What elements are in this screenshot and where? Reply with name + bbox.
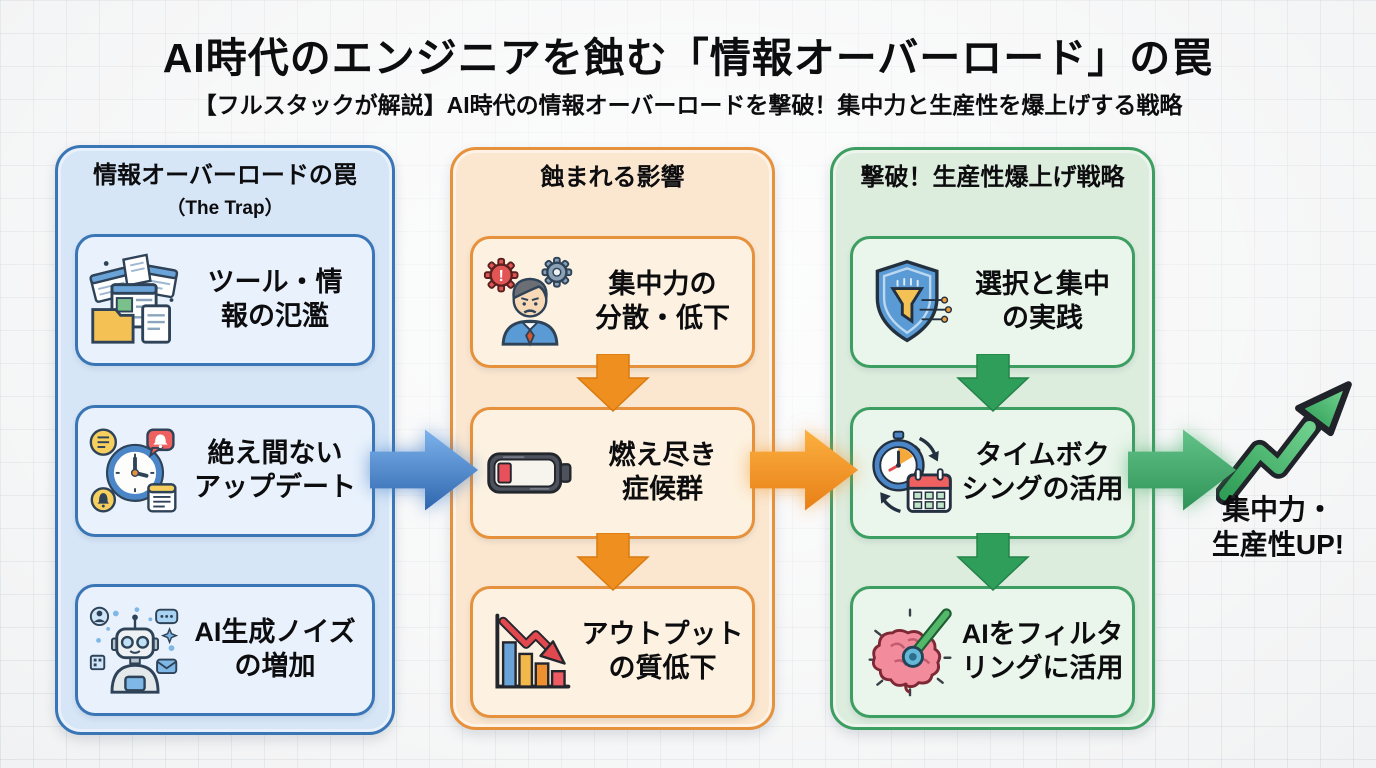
page-title: AI時代のエンジニアを蝕む「情報オーバーロード」の罠 [162,35,1214,81]
result-label: 集中力・ 生産性UP! [1211,494,1345,560]
trap-panel: 情報オーバーロードの罠 （The Trap） [55,145,395,735]
strategy-panel-header: 撃破！生産性爆上げ戦略 [833,150,1152,193]
strategy-box-timeboxing: タイムボク シングの活用 [850,407,1135,539]
trap-box-constant-updates-label: 絶え間ない アップデート [194,438,356,502]
trap-box-tools-flood: ツール・情 報の氾濫 [75,234,375,366]
strategy-panel: 撃破！生産性爆上げ戦略 [830,147,1155,730]
trap-box-ai-noise-label: AI生成ノイズ の増加 [194,617,356,681]
trap-box-ai-noise: AI生成ノイズ の増加 [75,584,375,716]
stopwatch-calendar-icon [859,417,961,529]
clock-notifications-icon [84,415,186,527]
impact-box-output-quality-label: アウトプット の質低下 [581,619,744,683]
brain-gauge-icon [859,596,961,708]
impact-box-output-quality: アウトプット の質低下 [470,586,755,718]
strategy-box-ai-filtering-label: AIをフィルタ リングに活用 [961,619,1124,683]
down-arrow-icon [575,533,650,591]
impact-panel: 蝕まれる影響 ! [450,147,775,730]
right-arrow-trap-to-impact-icon [370,418,482,522]
stressed-person-gears-icon: ! [479,246,581,358]
trap-panel-subtitle: （The Trap） [166,197,284,219]
down-arrow-icon [955,354,1030,412]
svg-text:!: ! [499,268,504,285]
impact-box-burnout: 燃え尽き 症候群 [470,407,755,539]
down-arrow-icon [575,354,650,412]
impact-box-focus-loss-label: 集中力の 分散・低下 [595,269,730,333]
strategy-box-ai-filtering: AIをフィルタ リングに活用 [850,586,1135,718]
trap-panel-title: 情報オーバーロードの罠 [93,162,357,189]
strategy-panel-title: 撃破！生産性爆上げ戦略 [860,164,1125,191]
declining-chart-icon [479,596,581,708]
trap-panel-header: 情報オーバーロードの罠 （The Trap） [58,148,392,220]
strategy-box-selection-focus: 選択と集中 の実践 [850,236,1135,368]
trend-up-arrow-icon [1216,380,1358,514]
right-arrow-strategy-to-result-icon [1128,418,1240,522]
down-arrow-icon [955,533,1030,591]
low-battery-icon [479,417,581,529]
trap-box-tools-flood-label: ツール・情 報の氾濫 [207,267,343,331]
robot-icon [84,594,186,706]
impact-box-focus-loss: ! [470,236,755,368]
page-subtitle: 【フルスタックが解説】AI時代の情報オーバーロードを撃破！集中力と生産性を爆上げ… [193,92,1183,118]
strategy-box-selection-focus-label: 選択と集中 の実践 [975,269,1110,333]
strategy-box-timeboxing-label: タイムボク シングの活用 [961,440,1124,504]
right-arrow-impact-to-strategy-icon [750,418,862,522]
shield-funnel-icon [859,246,961,358]
tools-documents-icon [84,244,186,356]
trap-box-constant-updates: 絶え間ない アップデート [75,405,375,537]
impact-panel-title: 蝕まれる影響 [540,164,685,191]
impact-box-burnout-label: 燃え尽き 症候群 [608,440,717,504]
impact-panel-header: 蝕まれる影響 [453,150,772,193]
